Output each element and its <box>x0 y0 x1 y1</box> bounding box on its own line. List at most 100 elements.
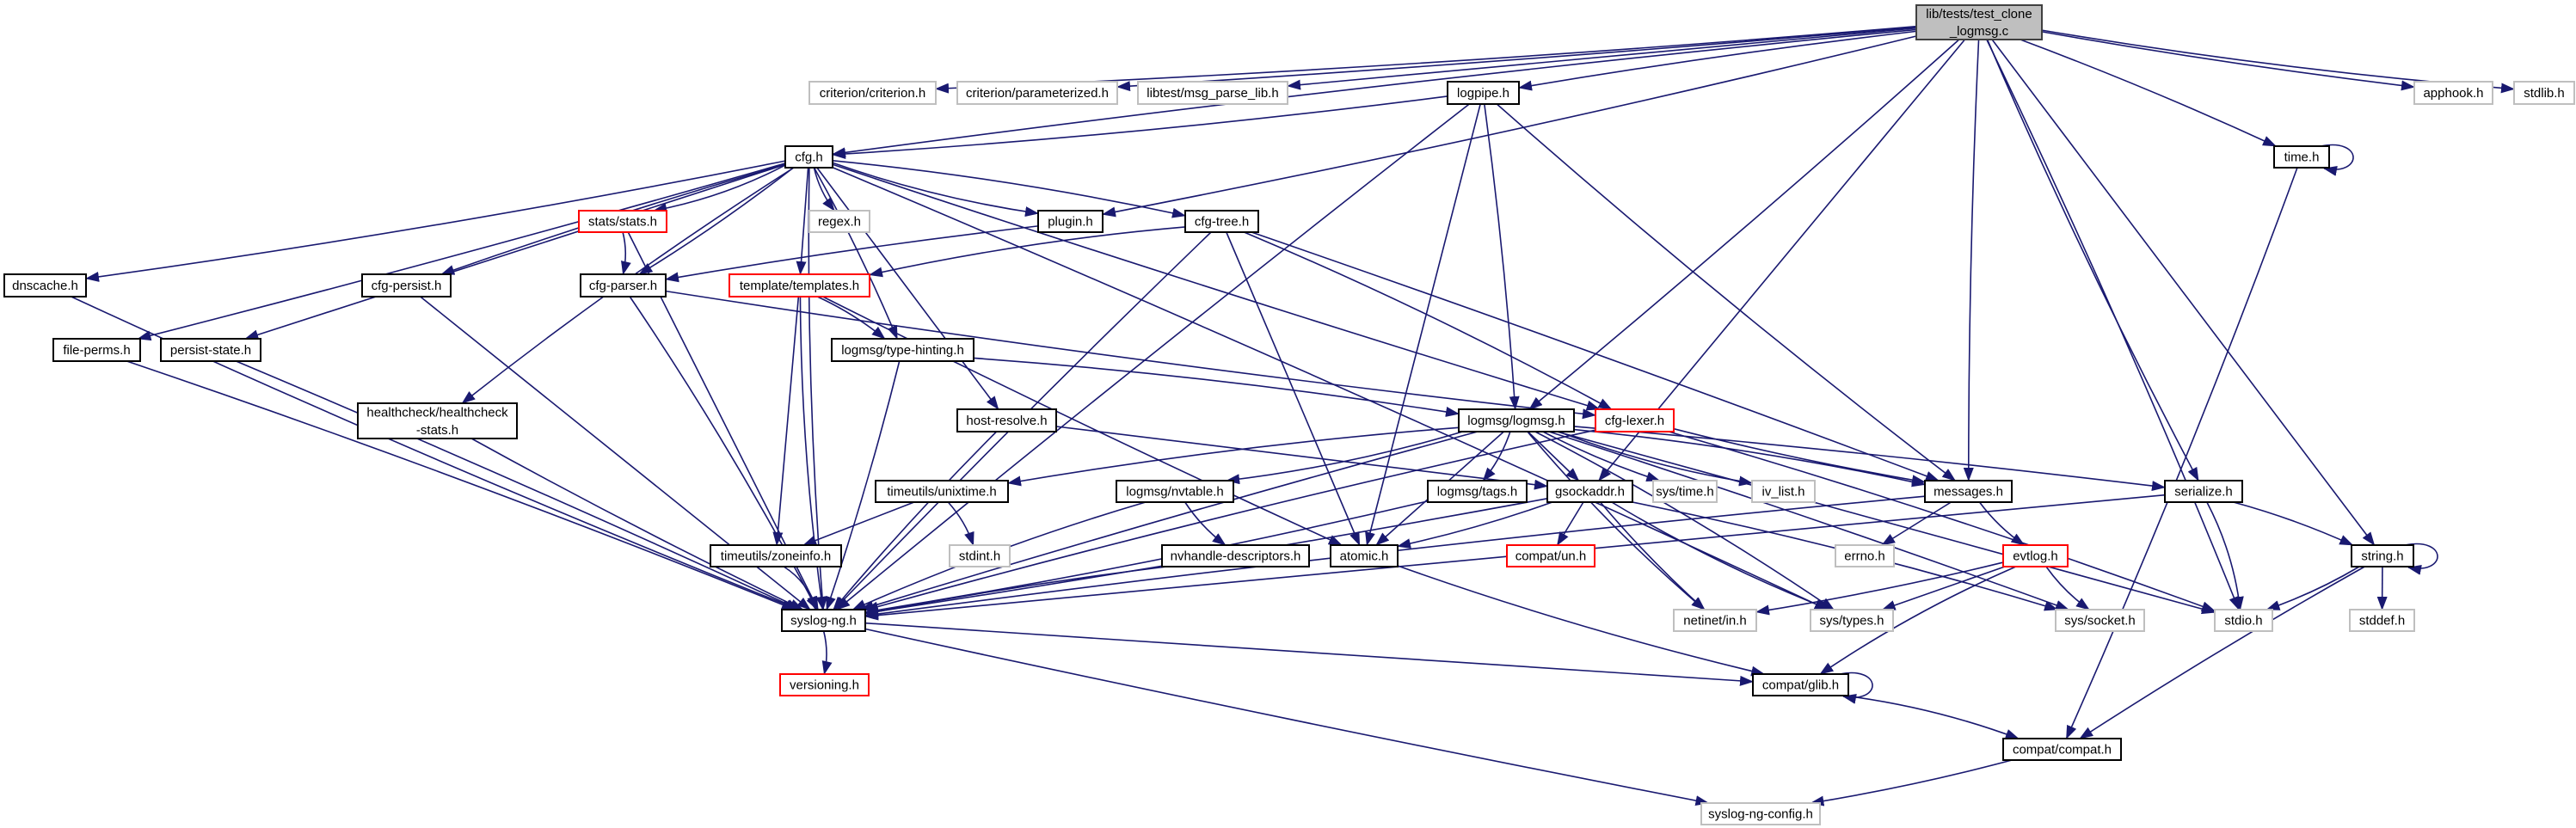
node-label: dnscache.h <box>12 279 78 293</box>
node-box <box>875 480 1009 503</box>
node-versioning-h[interactable]: versioning.h <box>779 673 870 696</box>
node-label: apphook.h <box>2423 86 2483 101</box>
node-nvhandle-descriptors-h[interactable]: nvhandle-descriptors.h <box>1161 544 1310 567</box>
node-syslog-ng-config-h[interactable]: syslog-ng-config.h <box>1700 802 1821 825</box>
node-criterion-criterion-h[interactable]: criterion/criterion.h <box>808 81 937 105</box>
edge-template-templates-h-to-timeutils-zoneinfo-h <box>772 296 800 546</box>
node-label: libtest/msg_parse_lib.h <box>1147 86 1278 101</box>
edge-logmsg-logmsg-h-to-stdio-h <box>1557 431 2216 615</box>
edge-lib-tests-test-clone-logmsg-c-to-messages-h <box>1963 39 1980 481</box>
node-box <box>831 338 974 362</box>
node-stdlib-h[interactable]: stdlib.h <box>2513 81 2575 105</box>
node-box <box>1595 408 1675 432</box>
node-atomic-h[interactable]: atomic.h <box>1330 544 1399 567</box>
edge-syslog-ng-h-to-versioning-h <box>821 630 833 675</box>
node-regex-h[interactable]: regex.h <box>808 210 870 233</box>
node-stdio-h[interactable]: stdio.h <box>2214 609 2273 632</box>
node-messages-h[interactable]: messages.h <box>1924 480 2013 503</box>
node-label: timeutils/unixtime.h <box>887 485 997 500</box>
node-box <box>1184 210 1259 233</box>
node-stddef-h[interactable]: stddef.h <box>2349 609 2415 632</box>
node-box <box>3 273 87 297</box>
edge-cfg-parser-h-to-cfg-lexer-h <box>665 290 1596 420</box>
node-template-templates-h[interactable]: template/templates.h <box>729 273 870 297</box>
node-stdint-h[interactable]: stdint.h <box>949 544 1011 567</box>
node-libtest-msg-parse-lib-h[interactable]: libtest/msg_parse_lib.h <box>1137 81 1288 105</box>
edge-cfg-h-to-cfg-tree-h <box>832 160 1186 218</box>
edge-atomic-h-to-compat-glib-h <box>1397 565 1766 677</box>
node-cfg-tree-h[interactable]: cfg-tree.h <box>1184 210 1259 233</box>
node-sys-time-h[interactable]: sys/time.h <box>1652 480 1718 503</box>
node-cfg-lexer-h[interactable]: cfg-lexer.h <box>1595 408 1675 432</box>
node-host-resolve-h[interactable]: host-resolve.h <box>956 408 1057 432</box>
edge-cfg-tree-h-to-messages-h <box>1251 231 1940 481</box>
edge-plugin-h-to-cfg-parser-h <box>665 225 1039 283</box>
node-dnscache-h[interactable]: dnscache.h <box>3 273 87 297</box>
node-logmsg-logmsg-h[interactable]: logmsg/logmsg.h <box>1458 408 1575 432</box>
node-sys-socket-h[interactable]: sys/socket.h <box>2055 609 2145 632</box>
node-box <box>1652 480 1718 503</box>
edge-cfg-h-to-plugin-h <box>832 162 1039 218</box>
node-logpipe-h[interactable]: logpipe.h <box>1447 81 1520 105</box>
node-compat-glib-h[interactable]: compat/glib.h <box>1752 673 1849 696</box>
node-logmsg-tags-h[interactable]: logmsg/tags.h <box>1427 480 1528 503</box>
node-label: compat/glib.h <box>1762 678 1839 693</box>
edge-serialize-h-to-stdio-h <box>2206 501 2244 610</box>
node-label: persist-state.h <box>170 343 251 358</box>
node-gsockaddr-h[interactable]: gsockaddr.h <box>1546 480 1633 503</box>
node-file-perms-h[interactable]: file-perms.h <box>52 338 141 362</box>
node-label: cfg-lexer.h <box>1605 414 1664 428</box>
node-box <box>781 609 866 632</box>
node-netinet-in-h[interactable]: netinet/in.h <box>1673 609 1757 632</box>
node-criterion-parameterized-h[interactable]: criterion/parameterized.h <box>956 81 1118 105</box>
node-box <box>1673 609 1757 632</box>
edge-lib-tests-test-clone-logmsg-c-to-serialize-h <box>1986 39 2199 481</box>
node-string-h[interactable]: string.h <box>2351 544 2414 567</box>
edge-lib-tests-test-clone-logmsg-c-to-stdlib-h <box>2041 29 2515 94</box>
edge-cfg-h-to-persist-state-h <box>244 163 786 340</box>
node-time-h[interactable]: time.h <box>2273 145 2330 169</box>
edge-logmsg-type-hinting-h-to-logmsg-logmsg-h <box>973 357 1460 417</box>
node-plugin-h[interactable]: plugin.h <box>1037 210 1104 233</box>
node-lib-tests-test-clone-logmsg-c[interactable]: lib/tests/test_clone_logmsg.c <box>1915 4 2043 40</box>
edge-logmsg-logmsg-h-to-serialize-h <box>1573 426 2166 492</box>
node-label: atomic.h <box>1340 549 1389 564</box>
node-label: string.h <box>2361 549 2403 564</box>
edge-logmsg-logmsg-h-to-syslog-ng-h <box>859 431 1479 611</box>
edge-syslog-ng-h-to-syslog-ng-config-h <box>864 628 1710 807</box>
node-label: sys/socket.h <box>2064 614 2136 629</box>
node-logmsg-type-hinting-h[interactable]: logmsg/type-hinting.h <box>831 338 974 362</box>
node-box <box>808 210 870 233</box>
node-label: logmsg/tags.h <box>1437 485 1517 500</box>
edge-logmsg-logmsg-h-to-netinet-in-h <box>1527 431 1706 610</box>
node-evtlog-h[interactable]: evtlog.h <box>2002 544 2069 567</box>
node-compat-compat-h[interactable]: compat/compat.h <box>2002 738 2122 761</box>
node-box <box>1700 802 1821 825</box>
node-box <box>2002 738 2122 761</box>
node-cfg-persist-h[interactable]: cfg-persist.h <box>361 273 452 297</box>
edge-template-templates-h-to-atomic-h <box>822 296 1343 546</box>
edge-cfg-h-to-cfg-lexer-h <box>832 163 1601 411</box>
edge-cfg-h-to-syslog-ng-h <box>808 167 827 610</box>
node-cfg-h[interactable]: cfg.h <box>784 145 833 169</box>
node-iv-list-h[interactable]: iv_list.h <box>1751 480 1816 503</box>
node-stats-stats-h[interactable]: stats/stats.h <box>578 210 667 233</box>
node-persist-state-h[interactable]: persist-state.h <box>160 338 261 362</box>
node-serialize-h[interactable]: serialize.h <box>2164 480 2243 503</box>
node-cfg-parser-h[interactable]: cfg-parser.h <box>580 273 667 297</box>
node-errno-h[interactable]: errno.h <box>1835 544 1895 567</box>
node-syslog-ng-h[interactable]: syslog-ng.h <box>781 609 866 632</box>
edge-time-h-to-compat-compat-h <box>2065 167 2298 739</box>
edge-lib-tests-test-clone-logmsg-c-to-string-h <box>1991 39 2376 546</box>
node-timeutils-unixtime-h[interactable]: timeutils/unixtime.h <box>875 480 1009 503</box>
node-apphook-h[interactable]: apphook.h <box>2413 81 2493 105</box>
node-label: compat/un.h <box>1515 549 1587 564</box>
node-logmsg-nvtable-h[interactable]: logmsg/nvtable.h <box>1116 480 1234 503</box>
node-sys-types-h[interactable]: sys/types.h <box>1810 609 1894 632</box>
node-compat-un-h[interactable]: compat/un.h <box>1506 544 1595 567</box>
node-timeutils-zoneinfo-h[interactable]: timeutils/zoneinfo.h <box>710 544 842 567</box>
node-healthcheck-healthcheck-stats-h[interactable]: healthcheck/healthcheck-stats.h <box>357 402 518 439</box>
edge-logpipe-h-to-logmsg-logmsg-h <box>1484 103 1520 410</box>
node-box <box>160 338 261 362</box>
